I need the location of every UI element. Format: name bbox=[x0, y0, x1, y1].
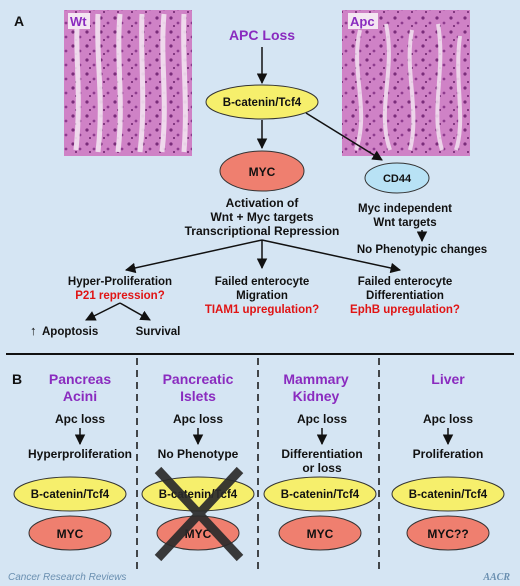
failed-diff-line-1: Failed enterocyte bbox=[358, 276, 453, 288]
activation-line-3: Transcriptional Repression bbox=[185, 224, 340, 238]
micrograph-apc-label: Apc bbox=[350, 14, 375, 29]
cd44-ellipse bbox=[364, 162, 430, 194]
column-mammary-kidney: Mammary Kidney Apc loss Differentiation … bbox=[263, 371, 377, 551]
column-title-line-1: Pancreatic bbox=[163, 371, 234, 387]
panel-a-letter: A bbox=[14, 13, 24, 29]
apc-loss-label: Apc loss bbox=[55, 412, 105, 426]
bcat-ellipse bbox=[13, 476, 127, 512]
activation-line-2: Wnt + Myc targets bbox=[210, 210, 313, 224]
panel-b-letter: B bbox=[12, 371, 22, 387]
column-title-line-2: Acini bbox=[63, 388, 97, 404]
apc-loss-label: Apc loss bbox=[297, 412, 347, 426]
hyper-proliferation-label: Hyper-Proliferation bbox=[68, 276, 172, 288]
outcome-label: No Phenotype bbox=[158, 447, 239, 461]
outcome-label: Proliferation bbox=[413, 447, 484, 461]
outcome-label: Hyperproliferation bbox=[28, 447, 132, 461]
p21-label: P21 repression? bbox=[75, 290, 164, 302]
footer-journal: Cancer Research Reviews bbox=[8, 572, 126, 583]
outcome-line-1: Differentiation bbox=[281, 447, 362, 461]
failed-diff-line-2: Differentiation bbox=[366, 290, 444, 302]
tiam1-label: TIAM1 upregulation? bbox=[205, 304, 319, 316]
bcat-label: B-catenin/Tcf4 bbox=[281, 489, 360, 501]
bcat-ellipse bbox=[391, 476, 505, 512]
myc-label: MYC bbox=[307, 527, 334, 541]
column-title-line-1: Liver bbox=[431, 371, 465, 387]
bcat-label: B-catenin/Tcf4 bbox=[409, 489, 488, 501]
arrow-to-survival bbox=[119, 302, 151, 321]
micrograph-wt: Wt bbox=[64, 10, 192, 156]
arrow-to-hyperproliferation bbox=[124, 239, 263, 274]
cross-out-icon bbox=[154, 466, 244, 562]
activation-line-1: Activation of bbox=[226, 196, 300, 210]
column-title-line-2: Islets bbox=[180, 388, 216, 404]
myc-ellipse bbox=[219, 150, 305, 192]
myc-independent-line-2: Wnt targets bbox=[373, 217, 436, 229]
column-title-line-1: Mammary bbox=[283, 371, 349, 387]
column-title-line-1: Pancreas bbox=[49, 371, 111, 387]
bcat-label: B-catenin/Tcf4 bbox=[223, 97, 302, 109]
micrograph-wt-label: Wt bbox=[70, 14, 87, 29]
apc-loss-label: APC Loss bbox=[229, 27, 295, 43]
outcome-line-2: or loss bbox=[302, 461, 342, 475]
survival-label: Survival bbox=[136, 326, 181, 338]
up-arrow-icon: ↑ bbox=[30, 323, 37, 338]
column-liver: Liver Apc loss Proliferation B-catenin/T… bbox=[391, 371, 505, 551]
column-title-line-2: Kidney bbox=[293, 388, 340, 404]
column-pancreas-acini: Pancreas Acini Apc loss Hyperproliferati… bbox=[13, 371, 132, 551]
arrow-bcat-to-cd44 bbox=[305, 112, 383, 161]
bcat-ellipse bbox=[263, 476, 377, 512]
myc-label: MYC bbox=[185, 527, 212, 541]
myc-ellipse bbox=[406, 515, 490, 551]
myc-ellipse bbox=[28, 515, 112, 551]
cd44-label: CD44 bbox=[383, 173, 412, 185]
arrow-to-apoptosis bbox=[85, 302, 121, 321]
arrow-to-differentiation bbox=[261, 239, 402, 274]
failed-migration-line-1: Failed enterocyte bbox=[215, 276, 310, 288]
aacr-logo: AACR bbox=[482, 572, 510, 583]
no-phenotypic-label: No Phenotypic changes bbox=[357, 244, 487, 256]
apc-loss-label: Apc loss bbox=[173, 412, 223, 426]
bcat-ellipse bbox=[205, 84, 319, 120]
myc-label: MYC bbox=[57, 527, 84, 541]
myc-ellipse bbox=[278, 515, 362, 551]
micrograph-apc: Apc bbox=[342, 10, 470, 156]
column-pancreatic-islets: Pancreatic Islets Apc loss No Phenotype … bbox=[141, 371, 255, 562]
apoptosis-label: Apoptosis bbox=[42, 326, 98, 338]
apc-loss-label: Apc loss bbox=[423, 412, 473, 426]
myc-label: MYC?? bbox=[427, 527, 468, 541]
ephb-label: EphB upregulation? bbox=[350, 304, 460, 316]
myc-label: MYC bbox=[249, 165, 276, 179]
myc-independent-line-1: Myc independent bbox=[358, 203, 452, 215]
failed-migration-line-2: Migration bbox=[236, 290, 288, 302]
bcat-label: B-catenin/Tcf4 bbox=[31, 489, 110, 501]
